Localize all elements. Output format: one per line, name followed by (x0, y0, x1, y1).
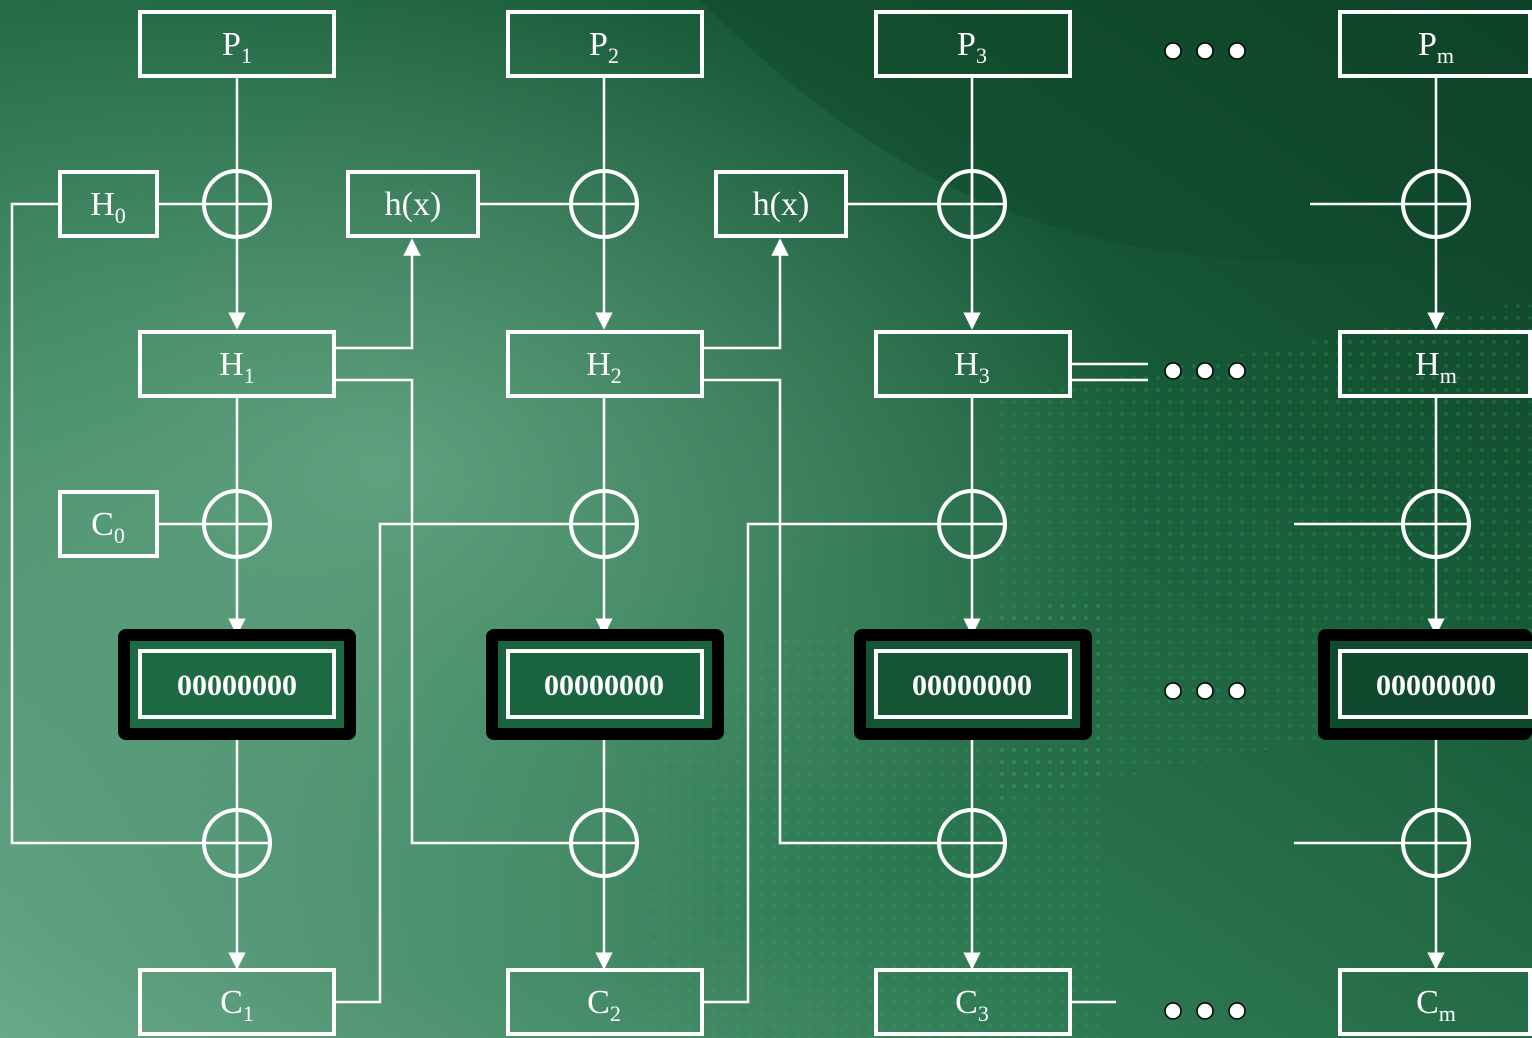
block-label: P (589, 26, 608, 63)
xor-icon (204, 171, 270, 237)
continuation-dots-icon (1165, 1003, 1245, 1019)
block-label: P (222, 26, 241, 63)
hash-function-label: h(x) (753, 186, 810, 223)
block-subscript: 1 (244, 363, 255, 388)
bit-register-3: 00000000 (854, 629, 1092, 740)
block-subscript: 2 (611, 363, 622, 388)
block-label: P (1418, 26, 1437, 63)
block-subscript: 3 (979, 363, 990, 388)
bit-register-value: 00000000 (912, 669, 1032, 702)
bit-register-value: 00000000 (544, 669, 664, 702)
state-block-2: H2 (508, 332, 702, 396)
svg-text:P3: P3 (957, 26, 987, 68)
block-subscript: 3 (978, 1001, 989, 1026)
svg-text:H0: H0 (90, 186, 126, 228)
block-label: H (1415, 346, 1440, 383)
state-block-3: H3 (876, 332, 1070, 396)
plaintext-block-m: Pm (1340, 12, 1530, 76)
plaintext-block-2: P2 (508, 12, 702, 76)
xor-icon (939, 171, 1005, 237)
svg-text:C0: C0 (91, 506, 125, 548)
xor-icon (1403, 171, 1469, 237)
block-subscript: 0 (114, 523, 125, 548)
svg-text:H3: H3 (954, 346, 990, 388)
bit-register-value: 00000000 (177, 669, 297, 702)
svg-text:Hm: Hm (1415, 346, 1457, 388)
svg-text:Cm: Cm (1416, 984, 1456, 1026)
xor-icon (939, 810, 1005, 876)
svg-text:H1: H1 (219, 346, 255, 388)
xor-icon (571, 810, 637, 876)
xor-icon (571, 171, 637, 237)
block-subscript: m (1437, 43, 1454, 68)
plaintext-block-3: P3 (876, 12, 1070, 76)
initial-cipher-block: C0 (60, 492, 157, 556)
block-subscript: m (1440, 363, 1457, 388)
svg-text:H2: H2 (586, 346, 622, 388)
svg-text:P2: P2 (589, 26, 619, 68)
block-subscript: 0 (115, 203, 126, 228)
block-label: H (586, 346, 611, 383)
state-block-m: Hm (1340, 332, 1530, 396)
continuation-dots-icon (1165, 43, 1245, 59)
ciphertext-block-2: C2 (508, 970, 702, 1034)
xor-icon (204, 491, 270, 557)
ciphertext-block-3: C3 (876, 970, 1070, 1034)
svg-text:C2: C2 (587, 984, 621, 1026)
ciphertext-block-1: C1 (140, 970, 334, 1034)
svg-text:C3: C3 (955, 984, 989, 1026)
block-label: C (220, 984, 243, 1021)
block-label: H (219, 346, 244, 383)
block-label: C (587, 984, 610, 1021)
block-subscript: 2 (608, 43, 619, 68)
hash-function-block-2: h(x) (716, 172, 846, 236)
xor-icon (1403, 810, 1469, 876)
block-label: P (957, 26, 976, 63)
xor-icon (939, 491, 1005, 557)
xor-icon (1403, 491, 1469, 557)
hash-function-label: h(x) (385, 186, 442, 223)
bit-register-2: 00000000 (486, 629, 724, 740)
block-subscript: 1 (243, 1001, 254, 1026)
bit-register-value: 00000000 (1376, 669, 1496, 702)
block-subscript: 2 (610, 1001, 621, 1026)
block-label: H (954, 346, 979, 383)
bit-register-1: 00000000 (118, 629, 356, 740)
block-subscript: 3 (976, 43, 987, 68)
ciphertext-block-m: Cm (1340, 970, 1530, 1034)
initial-hash-block: H0 (60, 172, 157, 236)
svg-text:C1: C1 (220, 984, 254, 1026)
hash-function-block-1: h(x) (348, 172, 478, 236)
svg-text:P1: P1 (222, 26, 252, 68)
block-label: C (1416, 984, 1439, 1021)
plaintext-block-1: P1 (140, 12, 334, 76)
bit-register-m: 00000000 (1318, 629, 1532, 740)
state-block-1: H1 (140, 332, 334, 396)
block-label: C (91, 506, 114, 543)
xor-icon (571, 491, 637, 557)
block-label: H (90, 186, 115, 223)
connector-lines (12, 76, 1436, 1002)
xor-icon (204, 810, 270, 876)
continuation-dots-icon (1165, 363, 1245, 379)
block-subscript: 1 (241, 43, 252, 68)
block-subscript: m (1439, 1001, 1456, 1026)
block-label: C (955, 984, 978, 1021)
continuation-dots-icon (1165, 683, 1245, 699)
svg-text:Pm: Pm (1418, 26, 1454, 68)
